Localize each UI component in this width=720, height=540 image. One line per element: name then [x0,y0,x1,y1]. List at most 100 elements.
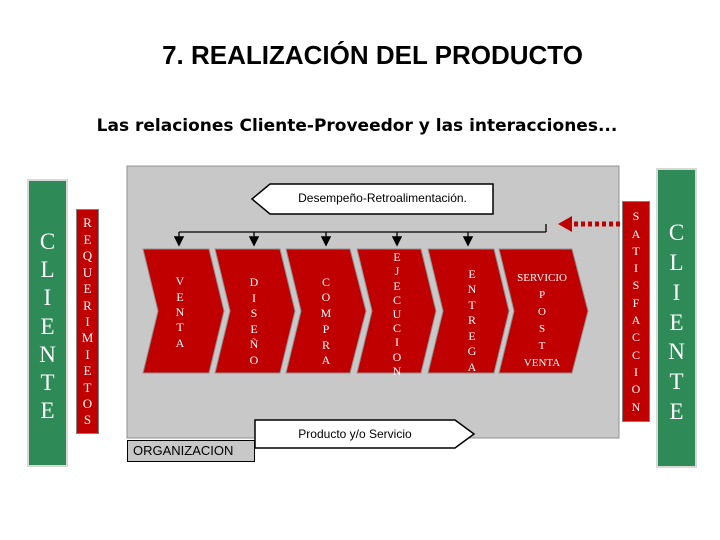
letter: E [250,321,258,336]
letter: O [631,382,641,397]
letter: E [393,278,401,293]
letter: G [467,344,477,358]
letter: U [82,264,93,280]
letter: M [81,330,94,346]
letter: I [43,285,52,311]
letter: E [83,281,92,297]
letter: Q [82,248,93,264]
stage-entrega-label: E N T R E G A [464,264,480,376]
letter: N [175,304,185,319]
letter: C [631,347,640,362]
letter: E [40,397,55,423]
letter: C [39,229,56,255]
product-label: Producto y/o Servicio [298,427,412,441]
letter: N [467,282,477,296]
stage-venta-label: V E N T A [172,272,188,352]
letter: T [40,369,55,395]
feedback-arrow [250,183,494,215]
letter: R [83,297,92,313]
letter: U [392,306,402,321]
letter: A [175,335,185,350]
letter: R [83,215,92,231]
letter: E [468,328,476,343]
letter: R [467,313,476,327]
letter: N [668,339,685,365]
letter: T [468,297,476,312]
letter: E [83,363,92,379]
text-line: P [538,289,546,301]
letter: J [394,264,400,279]
left-client-block: C L I E N T E [27,179,68,467]
letter: N [392,363,402,378]
letter: S [250,306,258,321]
satisfaction-feedback-arrowhead [558,216,572,232]
requirements-block: R E Q U E R I M I E T O S [76,209,99,434]
stage-servicio-label: SERVICIO P O S T VENTA [500,267,584,375]
page-subtitle: Las relaciones Cliente-Proveedor y las i… [96,116,618,136]
chevron-servicio [498,248,589,374]
chevron-ejecucion [356,248,437,374]
letter: E [669,309,684,335]
stage-chevrons [142,248,589,374]
letter: C [392,292,401,307]
letter: E [176,289,184,304]
organization-label: ORGANIZACION [127,440,255,462]
letter: A [321,353,331,368]
chevron-diseno [214,248,296,374]
letter: V [175,274,185,289]
letter: I [252,290,256,305]
letter: E [468,266,476,281]
letter: N [39,341,56,367]
letter: S [83,412,92,428]
text-line: S [538,323,546,335]
letter: I [395,335,399,350]
letter: I [634,261,638,276]
stage-compra-label: C O M P R A [318,272,334,370]
stage-diseno-label: D I S E Ñ O [246,273,262,369]
text-line: SERVICIO [517,272,567,284]
letter: R [321,337,330,352]
satisfaction-block: S A T I S F A C C I O N [622,201,650,422]
letter: C [392,321,401,336]
letter: E [669,399,684,425]
feedback-label: Desempeño-Retroalimentación. [298,191,467,205]
letter: I [85,346,90,362]
letter: O [82,396,93,412]
page-title: 7. REALIZACIÓN DEL PRODUCTO [162,40,583,70]
letter: M [320,306,332,321]
text-line: T [538,340,546,352]
letter: T [83,379,92,395]
stage-ejecucion-label: E J E C U C I O N [389,249,405,379]
chevron-venta [142,248,225,374]
letter: A [467,359,477,374]
letter: F [632,295,640,310]
letter: O [392,349,402,364]
letter: I [634,364,638,379]
letter: D [249,275,259,290]
text-line: O [538,306,546,318]
letter: I [672,279,681,305]
chevron-compra [285,248,367,374]
letter: S [632,209,640,224]
letter: L [40,257,55,283]
connector-lines [173,224,547,247]
letter: P [322,321,330,336]
text-line: VENTA [523,357,561,369]
letter: S [632,278,640,293]
letter: L [669,249,684,275]
product-arrow [254,419,476,449]
letter: O [249,352,259,367]
letter: T [669,369,684,395]
letter: N [631,399,641,414]
letter: A [631,226,641,241]
letter: E [40,313,55,339]
letter: T [176,320,184,335]
letter: E [393,250,401,265]
letter: C [321,274,330,289]
letter: A [631,313,641,328]
letter: C [668,219,685,245]
chevron-entrega [427,248,510,374]
letter: I [85,313,90,329]
right-client-block: C L I E N T E [656,168,697,468]
